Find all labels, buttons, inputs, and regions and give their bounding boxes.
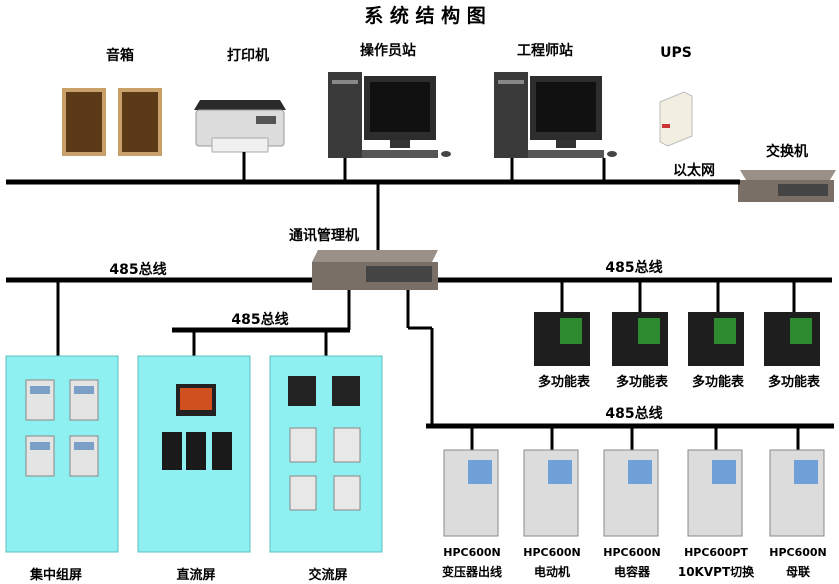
bus-label-protection: 485总线	[605, 405, 662, 422]
bus-label-main-left: 485总线	[109, 261, 166, 278]
meter-label-4: 多功能表	[768, 374, 821, 390]
ethernet-label: 以太网	[673, 162, 715, 179]
meter-label-1: 多功能表	[538, 374, 591, 390]
meter-label-3: 多功能表	[692, 374, 745, 390]
meter-label-2: 多功能表	[616, 374, 669, 390]
rectifier-module-icon	[162, 432, 232, 470]
panel-label-dc: 直流屏	[176, 567, 215, 583]
speaker-label: 音箱	[106, 47, 134, 64]
engineer-station-label: 工程师站	[517, 42, 573, 59]
engineer-station-icon	[494, 72, 617, 158]
panel-ac	[269, 355, 383, 553]
multifunction-meter-icon	[534, 312, 820, 366]
unit-name-2: 电动机	[534, 564, 570, 579]
ethernet-switch-icon	[738, 170, 836, 202]
unit-model-1: HPC600N	[443, 546, 501, 559]
protection-relay-icon	[443, 449, 825, 537]
unit-model-5: HPC600N	[769, 546, 827, 559]
relay-unit-icon	[25, 379, 99, 477]
printer-label: 打印机	[227, 47, 269, 64]
unit-name-5: 母联	[786, 565, 810, 579]
breaker-icon	[289, 427, 361, 511]
speaker-icon	[62, 88, 162, 156]
bus-label-main-right: 485总线	[605, 259, 662, 276]
printer-icon	[194, 100, 286, 153]
unit-model-3: HPC600N	[603, 546, 661, 559]
comm-manager-icon	[312, 250, 438, 290]
comm-manager-label: 通讯管理机	[289, 227, 359, 244]
meter-module-icon	[288, 376, 360, 406]
touchscreen-icon	[176, 384, 216, 416]
panel-dc	[137, 355, 251, 553]
operator-station-label: 操作员站	[360, 42, 416, 59]
unit-model-2: HPC600N	[523, 546, 581, 559]
unit-model-4: HPC600PT	[684, 546, 748, 559]
ups-icon	[659, 91, 693, 147]
unit-name-1: 变压器出线	[442, 564, 502, 579]
panel-label-ac: 交流屏	[308, 567, 347, 583]
bus-label-panel: 485总线	[231, 311, 288, 328]
unit-name-4: 10KVPT切换	[678, 564, 755, 579]
unit-name-3: 电容器	[614, 564, 651, 579]
page-title: 系 统 结 构 图	[364, 4, 485, 27]
switch-label: 交换机	[766, 143, 808, 160]
operator-station-icon	[328, 72, 451, 158]
panel-label-centralized: 集中组屏	[29, 567, 82, 583]
ups-label: UPS	[660, 45, 692, 61]
panel-centralized	[5, 355, 119, 553]
